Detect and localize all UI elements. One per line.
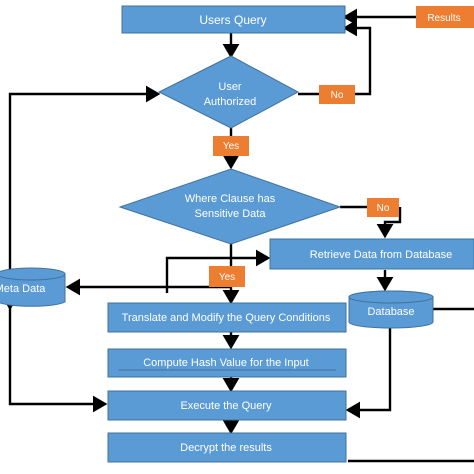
node-users-query: Users Query [121,5,346,34]
badge-no-authorized: No [319,85,355,104]
edge-no-to-retrieve [376,207,402,239]
node-decrypt-results: Decrypt the results [107,432,347,463]
user-authorized-label-line2: Authorized [204,96,257,108]
translate-modify-label: Translate and Modify the Query Condition… [122,312,331,324]
badge-results-label: Results [427,13,460,24]
node-retrieve-data: Retrieve Data from Database [269,238,474,270]
decrypt-results-label: Decrypt the results [180,442,272,454]
edge-metadata-execute [1,296,108,413]
compute-hash-label: Compute Hash Value for the Input [143,357,309,369]
node-execute-query: Execute the Query [107,390,347,421]
retrieve-data-label: Retrieve Data from Database [310,249,452,261]
execute-query-label: Execute the Query [180,400,272,412]
badge-yes-where: Yes [209,266,245,287]
edge-metadata-to-authorized [8,85,161,270]
database-label: Database [367,306,414,318]
node-where-clause: Where Clause has Sensitive Data [118,168,342,245]
node-translate-modify: Translate and Modify the Query Condition… [107,302,347,333]
badge-yes-authorized-label: Yes [223,141,239,152]
where-clause-label-line2: Sensitive Data [195,208,267,220]
edge-side-to-retrieve [165,249,271,293]
badge-yes-where-label: Yes [219,272,235,283]
badge-results: Results [416,6,474,28]
user-authorized-label-line1: User [218,81,242,93]
edge-no-auth-to-users-query [298,19,372,96]
node-compute-hash: Compute Hash Value for the Input [107,348,347,378]
edge-database-to-execute [345,326,392,419]
where-clause-label-line1: Where Clause has [185,193,276,205]
node-user-authorized: User Authorized [157,55,300,129]
node-meta-data: Meta Data [0,267,66,307]
node-database: Database [348,290,434,329]
badge-yes-authorized: Yes [213,136,249,156]
badge-no-where: No [367,198,399,217]
users-query-label: Users Query [199,13,266,27]
badge-no-where-label: No [377,203,390,214]
meta-data-label: Meta Data [0,283,46,295]
badge-no-authorized-label: No [331,90,344,101]
